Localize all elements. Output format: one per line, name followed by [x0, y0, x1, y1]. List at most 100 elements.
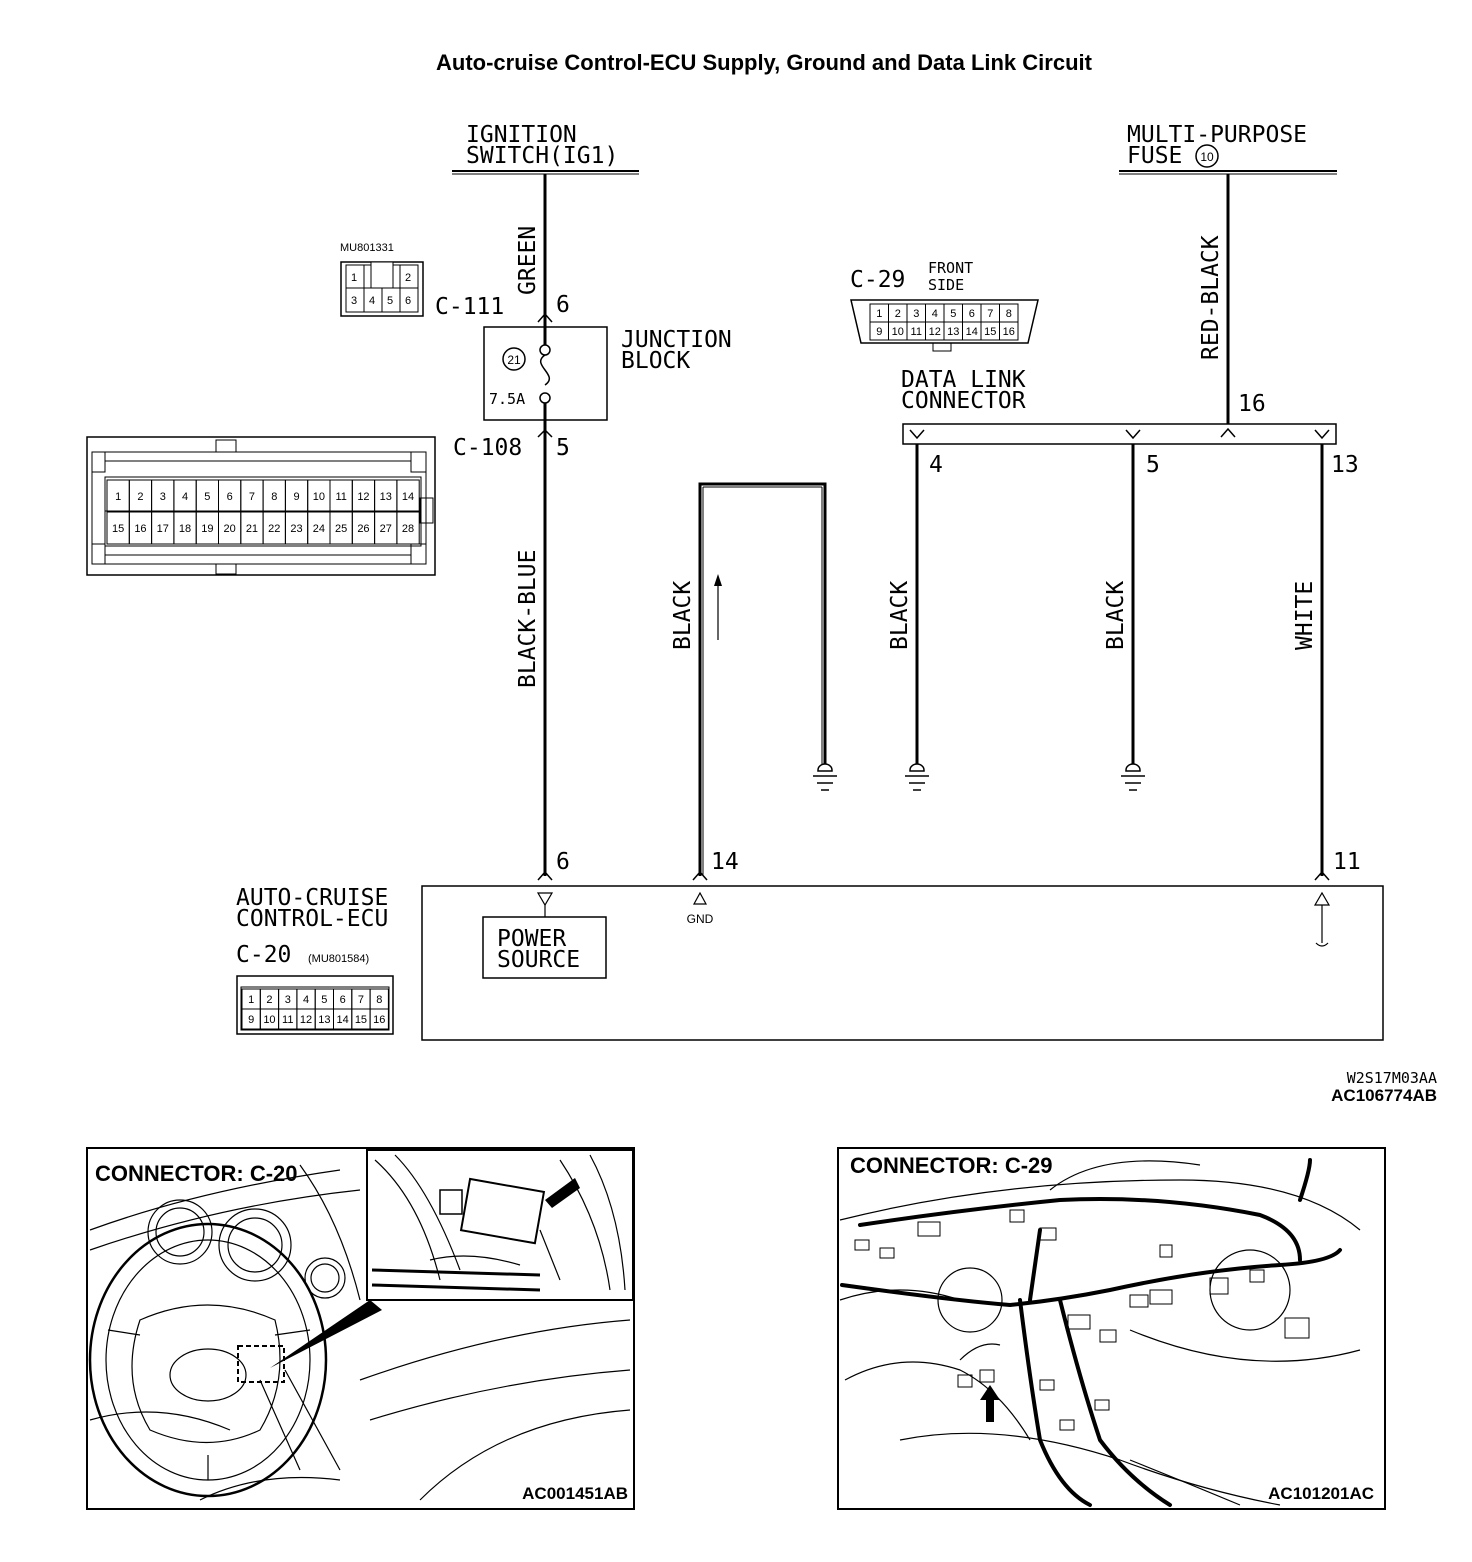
connector-pin-number: 17: [157, 523, 169, 535]
connector-pin-number: 27: [380, 523, 392, 535]
connector-pin-number: 15: [112, 523, 124, 535]
wire-color-white: WHITE: [1292, 581, 1318, 650]
connector-pin-number: 12: [357, 491, 369, 503]
connector-pin-number: 24: [313, 523, 325, 535]
connector-pin-number: 18: [179, 523, 191, 535]
connector-pin-number: 19: [201, 523, 213, 535]
figure-code: AC106774AB: [1331, 1086, 1437, 1105]
pin-c108-5: 5: [556, 435, 570, 461]
connector-pin-number: 5: [950, 308, 956, 320]
pin-dlc-5: 5: [1146, 452, 1160, 478]
connector-pin-number: 16: [1003, 326, 1015, 338]
power-source-label-2: SOURCE: [497, 947, 580, 973]
connector-pin-number: 16: [373, 1014, 385, 1026]
wire-color-black-1: BLACK: [670, 581, 696, 650]
pin-dlc-4: 4: [929, 452, 943, 478]
data-link-connector-bar: [902, 423, 1337, 445]
fuse-10-circle: [1195, 144, 1219, 168]
svg-text:6: 6: [405, 295, 411, 307]
panel-c29-code: AC101201AC: [1268, 1484, 1374, 1503]
connector-pin-number: 11: [335, 491, 346, 503]
panel-c20-code: AC001451AB: [522, 1484, 628, 1503]
connector-pin-number: 26: [357, 523, 369, 535]
connector-pin-number: 3: [913, 308, 919, 320]
connector-c20-label: C-20: [236, 942, 291, 968]
connector-pin-number: 7: [358, 994, 364, 1006]
connector-pin-number: 16: [134, 523, 146, 535]
connector-pin-number: 12: [929, 326, 941, 338]
connector-pin-number: 3: [160, 491, 166, 503]
fuse-10-number: 10: [1200, 150, 1214, 164]
connector-pin-number: 20: [224, 523, 236, 535]
connector-pin-number: 14: [966, 326, 978, 338]
connector-c108-label: C-108: [453, 435, 522, 461]
junction-block-label-2: BLOCK: [621, 348, 690, 374]
wire-color-black-3: BLACK: [1103, 581, 1129, 650]
connector-pin-number: 23: [290, 523, 302, 535]
connector-pin-number: 11: [282, 1014, 293, 1026]
ground-symbol-2: [905, 763, 929, 791]
ecu-box: [421, 885, 1384, 1041]
connector-pin-number: 2: [895, 308, 901, 320]
c29-front-label: FRONT: [928, 259, 973, 277]
connector-pin-number: 15: [355, 1014, 367, 1026]
power-source-box: [482, 916, 607, 979]
panel-c29-title: CONNECTOR: C-29: [850, 1153, 1053, 1178]
connector-c111-face: MU801331 1 2 3 4 5 6: [340, 242, 424, 317]
connector-pin-number: 12: [300, 1014, 312, 1026]
connector-pin-number: 7: [987, 308, 993, 320]
connector-c20-part: (MU801584): [308, 953, 369, 965]
wire-color-red-black: RED-BLACK: [1198, 235, 1224, 360]
connector-cell: [999, 321, 1019, 341]
svg-text:MU801331: MU801331: [340, 242, 394, 254]
pin-ecu-14: 14: [711, 849, 739, 875]
connector-pin-number: 4: [932, 308, 938, 320]
connector-pin-number: 3: [285, 994, 291, 1006]
connector-pin-number: 13: [318, 1014, 330, 1026]
connector-c29-label: C-29: [850, 267, 905, 293]
wire-color-black-blue: BLACK-BLUE: [515, 550, 541, 688]
wire-color-green: GREEN: [515, 226, 541, 295]
connector-pin-number: 1: [876, 308, 882, 320]
connector-pin-number: 13: [380, 491, 392, 503]
fuse-label-2: FUSE: [1127, 143, 1182, 169]
connector-pin-number: 13: [947, 326, 959, 338]
svg-text:3: 3: [351, 295, 357, 307]
pin-ecu-6: 6: [556, 849, 570, 875]
connector-pin-number: 4: [303, 994, 309, 1006]
connector-pin-number: 8: [1006, 308, 1012, 320]
svg-text:1: 1: [351, 272, 357, 284]
ignition-switch-label-1: IGNITION: [466, 122, 577, 148]
connector-pin-number: 1: [115, 491, 121, 503]
connector-pin-number: 8: [376, 994, 382, 1006]
connector-pin-number: 22: [268, 523, 280, 535]
connector-pin-number: 10: [263, 1014, 275, 1026]
connector-pin-number: 9: [248, 1014, 254, 1026]
connector-pin-number: 10: [892, 326, 904, 338]
connector-pin-number: 5: [321, 994, 327, 1006]
data-link-label-1: DATA LINK: [901, 367, 1026, 393]
connector-pin-number: 14: [402, 491, 414, 503]
connector-pin-number: 14: [337, 1014, 349, 1026]
ecu-label-2: CONTROL-ECU: [236, 906, 388, 932]
connector-pin-number: 11: [911, 326, 922, 338]
connector-pin-number: 7: [249, 491, 255, 503]
connector-pin-number: 6: [969, 308, 975, 320]
ground-symbol-3: [1121, 763, 1145, 791]
ignition-switch-label-2: SWITCH(IG1): [466, 143, 618, 169]
fuse-number: 21: [507, 353, 521, 367]
panel-c20-location: CONNECTOR: C-20 AC001451AB: [86, 1147, 635, 1510]
connector-pin-number: 15: [984, 326, 996, 338]
connector-pin-number: 2: [137, 491, 143, 503]
pin-dlc-16: 16: [1238, 391, 1266, 417]
fuse-label-1: MULTI-PURPOSE: [1127, 122, 1307, 148]
connector-pin-number: 10: [313, 491, 325, 503]
connector-pin-number: 6: [340, 994, 346, 1006]
black-ground-wire: [698, 482, 827, 876]
power-source-label-1: POWER: [497, 926, 566, 952]
wire-color-black-2: BLACK: [887, 581, 913, 650]
connector-pin-number: 6: [227, 491, 233, 503]
connector-pin-number: 1: [248, 994, 254, 1006]
